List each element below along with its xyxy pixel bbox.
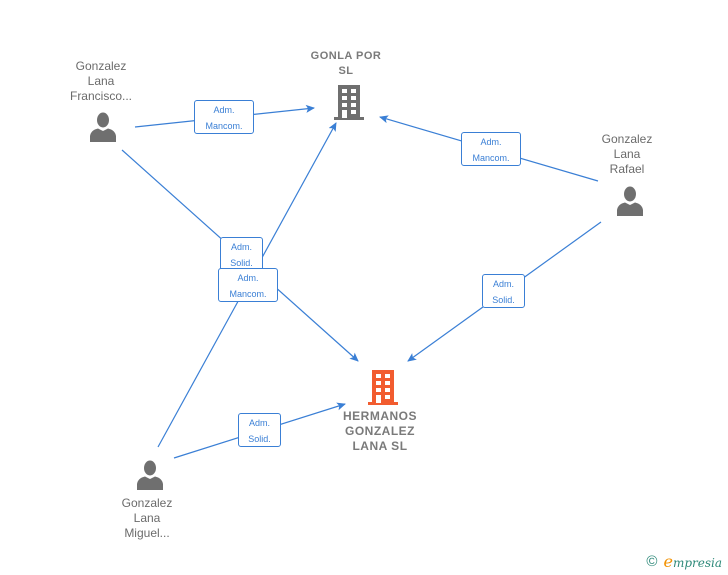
building-icon[interactable] [333, 85, 365, 120]
brand-rest: mpresia [672, 556, 722, 570]
person-icon[interactable] [89, 112, 117, 142]
empresia-logo[interactable]: empresia [663, 552, 722, 571]
company-label-hermanos[interactable]: HERMANOS GONZALEZ LANA SL [342, 409, 417, 453]
person-label-miguel[interactable]: Gonzalez Lana Miguel... [121, 496, 173, 540]
building-icon-main[interactable] [367, 370, 399, 405]
person-icon[interactable] [136, 460, 164, 490]
brand-footer: © empresia [646, 552, 722, 571]
edge-label-miguel-hermanos: Adm. Solid. [238, 413, 281, 447]
person-label-francisco[interactable]: Gonzalez Lana Francisco... [69, 59, 132, 103]
company-label-gonla[interactable]: GONLA POR SL [310, 50, 382, 77]
edge-label-miguel-gonla: Adm. Mancom. [218, 268, 278, 302]
edge-label-francisco-gonla: Adm. Mancom. [194, 100, 254, 134]
edge-label-rafael-gonla: Adm. Mancom. [461, 132, 521, 166]
copyright-icon: © [646, 553, 658, 570]
edge-label-francisco-hermanos: Adm. Solid. [220, 237, 263, 271]
brand-first-letter: e [663, 552, 673, 571]
edge-label-rafael-hermanos: Adm. Solid. [482, 274, 525, 308]
person-label-rafael[interactable]: Gonzalez Lana Rafael [601, 132, 653, 176]
person-icon[interactable] [616, 186, 644, 216]
